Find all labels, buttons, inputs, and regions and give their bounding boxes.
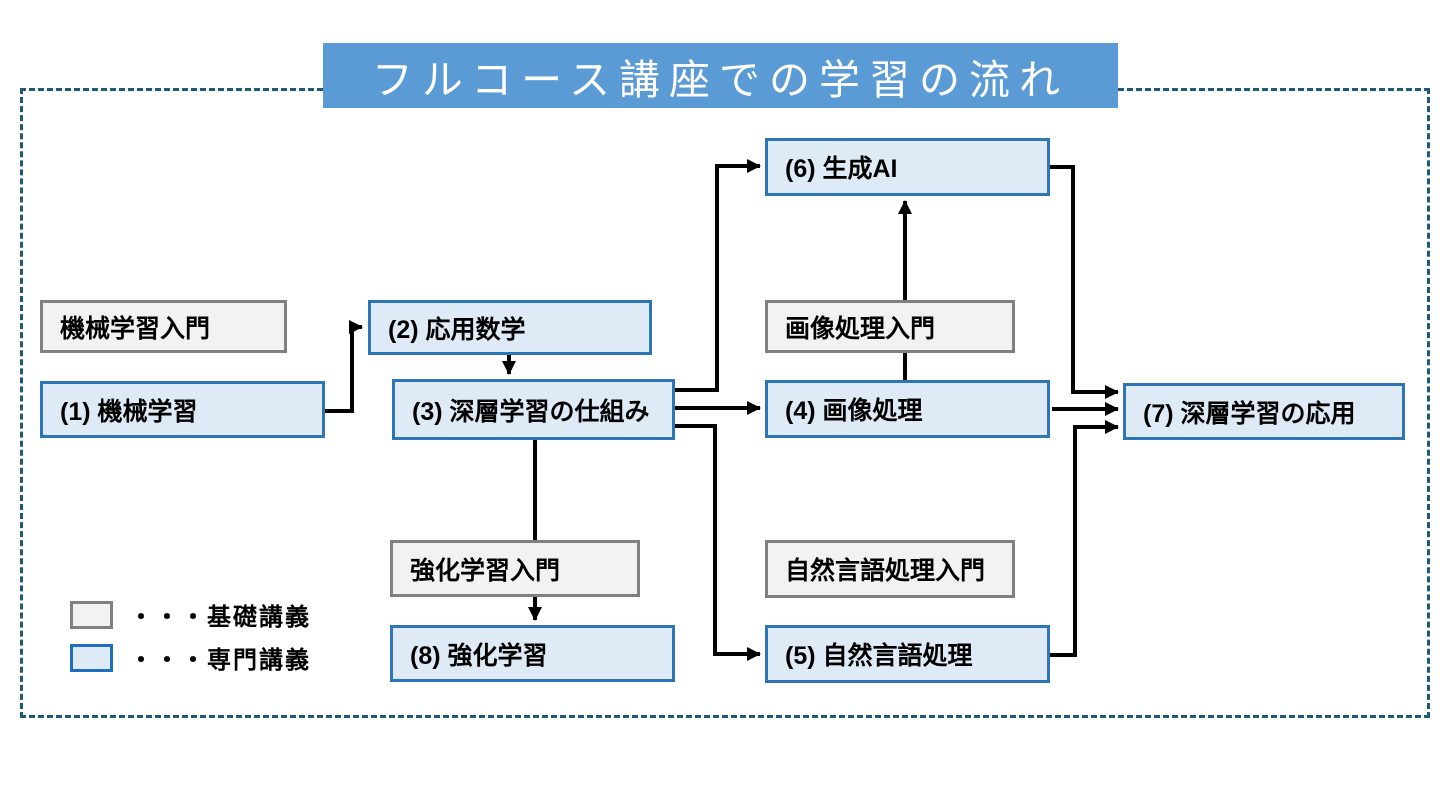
node-intro-image-processing: 画像処理入門 bbox=[765, 300, 1015, 353]
node-4-image-processing: (4) 画像処理 bbox=[765, 380, 1050, 438]
node-label: (5) 自然言語処理 bbox=[785, 642, 973, 670]
node-label: 自然言語処理入門 bbox=[785, 557, 986, 585]
node-6-generative-ai: (6) 生成AI bbox=[765, 138, 1050, 196]
arrow-n6-to-n7 bbox=[1050, 165, 1119, 399]
node-7-deep-learning-application: (7) 深層学習の応用 bbox=[1123, 383, 1405, 440]
node-label: (8) 強化学習 bbox=[410, 641, 548, 670]
node-2-applied-math: (2) 応用数学 bbox=[368, 300, 652, 355]
node-3-deep-learning-mechanism: (3) 深層学習の仕組み bbox=[392, 379, 675, 440]
legend-basic-label: ・・・基礎講義 bbox=[129, 604, 311, 631]
node-label: (1) 機械学習 bbox=[60, 397, 198, 426]
node-label: (3) 深層学習の仕組み bbox=[412, 397, 650, 426]
node-intro-nlp: 自然言語処理入門 bbox=[765, 540, 1015, 598]
blue-swatch-icon bbox=[70, 643, 113, 672]
legend-advanced-lecture: ・・・専門講義 bbox=[70, 640, 311, 675]
arrow-n5-to-n7 bbox=[1050, 420, 1119, 657]
legend-advanced-label: ・・・専門講義 bbox=[129, 647, 311, 674]
node-1-machine-learning: (1) 機械学習 bbox=[40, 381, 325, 438]
arrow-n3-to-n5 bbox=[675, 424, 761, 661]
arrow-n1-to-n2 bbox=[325, 320, 363, 413]
node-label: (2) 応用数学 bbox=[388, 315, 526, 344]
page-title: フルコース講座での学習の流れ bbox=[371, 55, 1070, 104]
node-label: 機械学習入門 bbox=[60, 314, 211, 343]
title-banner: フルコース講座での学習の流れ bbox=[323, 43, 1118, 108]
node-intro-machine-learning: 機械学習入門 bbox=[40, 300, 287, 353]
arrow-n3-to-n6 bbox=[675, 159, 761, 392]
node-5-nlp: (5) 自然言語処理 bbox=[765, 625, 1050, 683]
node-label: (4) 画像処理 bbox=[785, 397, 923, 425]
legend-basic-lecture: ・・・基礎講義 bbox=[70, 597, 311, 632]
node-intro-reinforcement-learning: 強化学習入門 bbox=[390, 540, 640, 597]
node-8-reinforcement-learning: (8) 強化学習 bbox=[390, 625, 675, 682]
node-label: (7) 深層学習の応用 bbox=[1143, 399, 1356, 428]
node-label: 画像処理入門 bbox=[785, 314, 936, 343]
node-label: 強化学習入門 bbox=[410, 556, 561, 585]
node-label: (6) 生成AI bbox=[785, 155, 898, 183]
gray-swatch-icon bbox=[70, 600, 113, 629]
